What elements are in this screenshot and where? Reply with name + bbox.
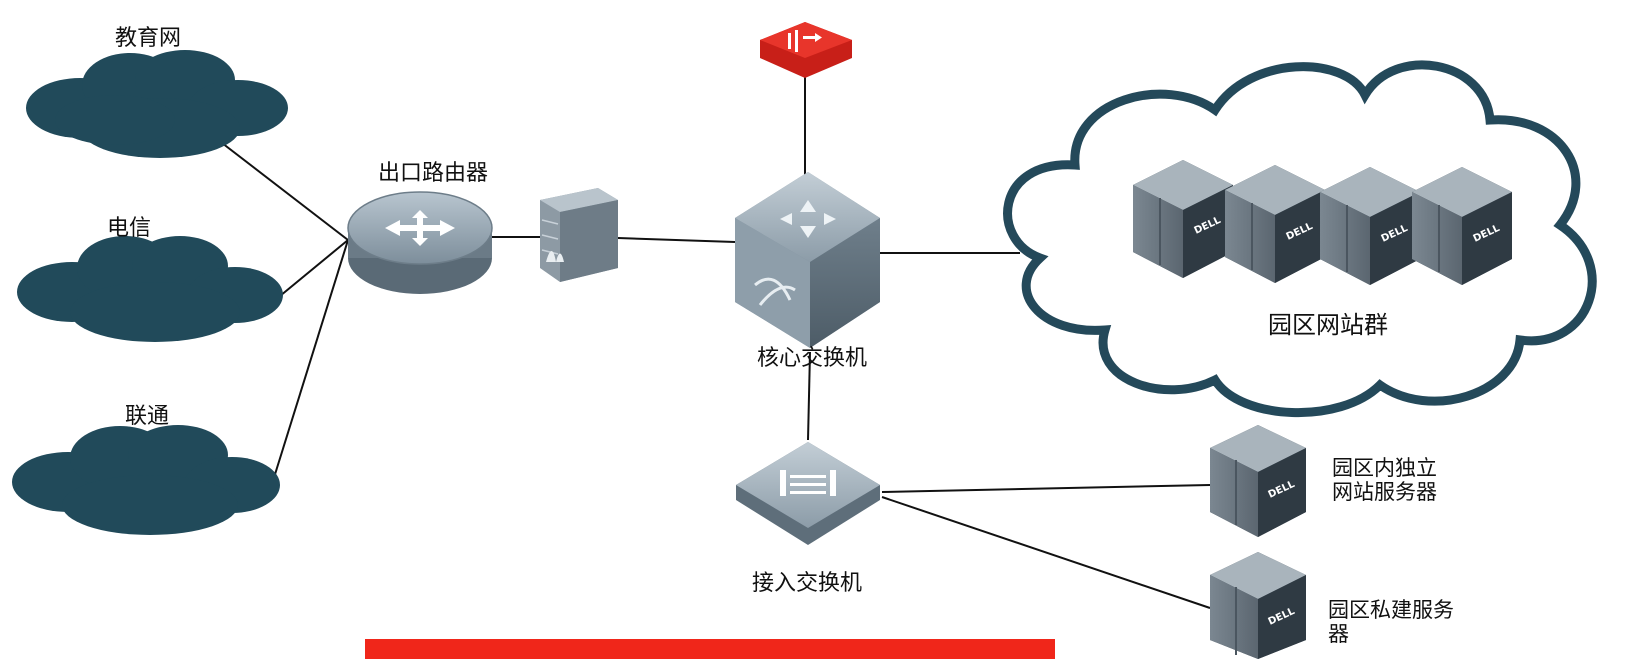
independent-server-label: 园区内独立 网站服务器 <box>1332 456 1437 504</box>
server-icon <box>1412 167 1512 285</box>
cloud-unicom-icon <box>12 425 280 535</box>
server-icon <box>1320 167 1420 285</box>
server-icon <box>1133 160 1233 278</box>
cloud-telecom-label: 电信 <box>107 216 152 241</box>
web-cluster-label: 园区网站群 <box>1268 311 1388 339</box>
private-server-label-line2: 器 <box>1328 622 1349 646</box>
access-switch-icon <box>736 442 880 545</box>
link-access-independent <box>881 484 1211 493</box>
link-firewall-core <box>617 237 736 243</box>
link-edu-router <box>221 142 349 241</box>
security-device-icon <box>760 22 852 78</box>
router-icon <box>347 191 493 294</box>
cloud-telecom-icon <box>17 236 283 342</box>
server-icon-private: DELL <box>1210 552 1306 659</box>
bottom-red-banner <box>365 639 1055 659</box>
private-server-label-line1: 园区私建服务 <box>1328 598 1454 622</box>
cloud-unicom-label: 联通 <box>125 404 170 429</box>
server-group-cluster: DELL DELL DELL DELL <box>1133 160 1512 285</box>
cloud-edu-label: 教育网 <box>115 26 182 51</box>
link-core-access <box>807 351 811 441</box>
independent-server-label-line2: 网站服务器 <box>1332 480 1437 504</box>
cloud-edu-icon <box>26 50 288 158</box>
core-switch-icon <box>735 172 880 348</box>
link-access-private <box>881 496 1211 609</box>
server-icon <box>1225 165 1325 283</box>
firewall-icon <box>540 188 618 282</box>
link-telecom-router <box>279 239 349 297</box>
private-server-label: 园区私建服务 器 <box>1328 598 1454 646</box>
links <box>221 75 1211 609</box>
core-switch-label: 核心交换机 <box>757 346 868 371</box>
server-icon-independent: DELL <box>1210 425 1306 537</box>
access-switch-label: 接入交换机 <box>752 571 863 596</box>
independent-server-label-line1: 园区内独立 <box>1332 456 1437 480</box>
link-unicom-router <box>271 239 349 485</box>
router-label: 出口路由器 <box>378 161 489 186</box>
